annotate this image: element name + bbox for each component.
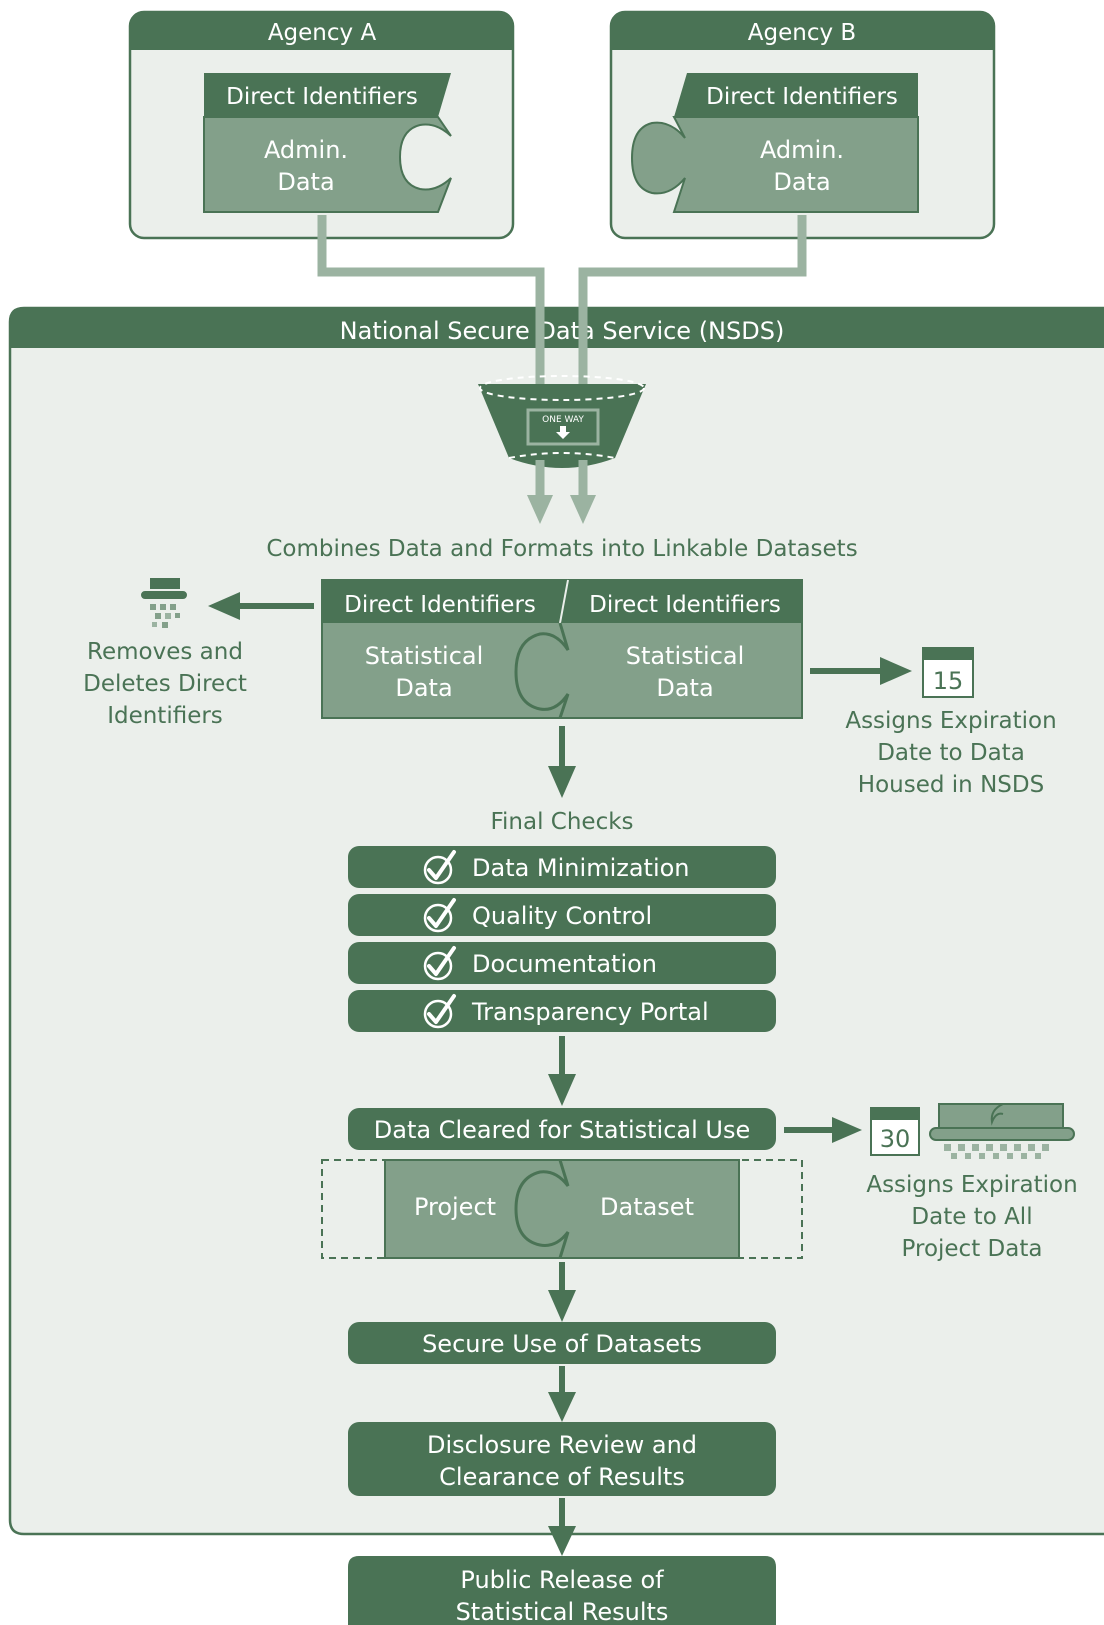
assigns1-line1: Assigns Expiration	[845, 708, 1056, 734]
agency-a-puzzle-piece: Direct Identifiers Admin. Data	[203, 73, 452, 213]
arrow-to-disclosure	[548, 1366, 576, 1422]
arrow-to-secure-use	[548, 1262, 576, 1322]
check-label: Quality Control	[472, 902, 652, 930]
shredder-icon	[139, 578, 189, 628]
check-icon	[423, 994, 456, 1029]
arrow-to-public-release	[548, 1498, 576, 1556]
nsds-title: National Secure Data Service (NSDS)	[340, 317, 785, 345]
linked-left-data-line1: Statistical	[365, 642, 484, 670]
linked-left-data-line2: Data	[395, 674, 452, 702]
calendar-15-number: 15	[933, 667, 964, 695]
agency-a-identifiers: Direct Identifiers	[226, 84, 418, 110]
calendar-30-number: 30	[880, 1125, 911, 1153]
check-label: Documentation	[472, 950, 657, 978]
linked-dataset: Direct Identifiers Direct Identifiers St…	[321, 579, 803, 719]
check-label: Transparency Portal	[471, 998, 709, 1026]
linked-right-data-line2: Data	[656, 674, 713, 702]
calendar-icon-30: 30	[870, 1107, 920, 1156]
removes-line1: Removes and	[87, 639, 243, 665]
removes-line2: Deletes Direct	[83, 671, 247, 697]
final-checks-title: Final Checks	[490, 809, 633, 835]
agency-b-puzzle-piece: Direct Identifiers Admin. Data	[630, 73, 919, 213]
linked-left-identifiers: Direct Identifiers	[344, 592, 536, 618]
dataset-label: Dataset	[600, 1193, 694, 1221]
check-icon	[423, 898, 456, 933]
check-transparency-portal: Transparency Portal	[348, 990, 776, 1032]
public-release-line2: Statistical Results	[456, 1598, 669, 1625]
check-quality-control: Quality Control	[348, 894, 776, 936]
disclosure-line2: Clearance of Results	[439, 1463, 685, 1491]
removes-line3: Identifiers	[107, 703, 223, 729]
linked-right-identifiers: Direct Identifiers	[589, 592, 781, 618]
public-release-line1: Public Release of	[460, 1566, 664, 1594]
linked-right-data-line1: Statistical	[626, 642, 745, 670]
assigns2-line1: Assigns Expiration	[866, 1172, 1077, 1198]
shredder-puzzle-icon	[929, 1103, 1075, 1159]
assigns1-line3: Housed in NSDS	[858, 772, 1044, 798]
one-way-funnel-icon: ONE WAY	[478, 375, 646, 468]
arrow-to-cleared	[548, 1036, 576, 1106]
check-label: Data Minimization	[472, 854, 690, 882]
arrow-to-final-checks	[548, 726, 576, 798]
funnel-outflow-arrows	[527, 460, 596, 524]
agency-b-data-line2: Data	[773, 168, 830, 196]
disclosure-line1: Disclosure Review and	[427, 1431, 697, 1459]
combine-caption: Combines Data and Formats into Linkable …	[266, 536, 857, 562]
assigns1-line2: Date to Data	[877, 740, 1025, 766]
check-icon	[423, 946, 456, 981]
check-data-minimization: Data Minimization	[348, 846, 776, 888]
agency-a-data-line1: Admin.	[264, 136, 348, 164]
secure-use-box: Secure Use of Datasets	[348, 1322, 776, 1364]
arrow-to-calendar-15	[810, 657, 912, 685]
agency-b-data-line1: Admin.	[760, 136, 844, 164]
project-label: Project	[414, 1193, 496, 1221]
agency-b-title: Agency B	[748, 20, 856, 46]
agency-b-box: Agency B Direct Identifiers Admin. Data	[609, 10, 996, 240]
disclosure-box: Disclosure Review and Clearance of Resul…	[348, 1422, 776, 1496]
check-documentation: Documentation	[348, 942, 776, 984]
project-dataset: Project Dataset	[321, 1159, 803, 1259]
agency-b-identifiers: Direct Identifiers	[706, 84, 898, 110]
cleared-box: Data Cleared for Statistical Use	[348, 1108, 776, 1150]
cleared-label: Data Cleared for Statistical Use	[374, 1116, 750, 1144]
secure-use-label: Secure Use of Datasets	[422, 1330, 702, 1358]
funnel-sign-label: ONE WAY	[542, 415, 584, 425]
calendar-icon-15: 15	[922, 647, 974, 698]
check-icon	[423, 850, 456, 885]
arrow-to-calendar-30	[784, 1117, 862, 1143]
agency-a-data-line2: Data	[277, 168, 334, 196]
public-release-box: Public Release of Statistical Results	[348, 1556, 776, 1625]
arrow-to-shredder	[208, 592, 314, 620]
assigns2-line3: Project Data	[902, 1236, 1043, 1262]
assigns2-line2: Date to All	[911, 1204, 1032, 1230]
agency-a-title: Agency A	[268, 20, 377, 46]
agency-a-box: Agency A Direct Identifiers Admin. Data	[128, 10, 515, 240]
